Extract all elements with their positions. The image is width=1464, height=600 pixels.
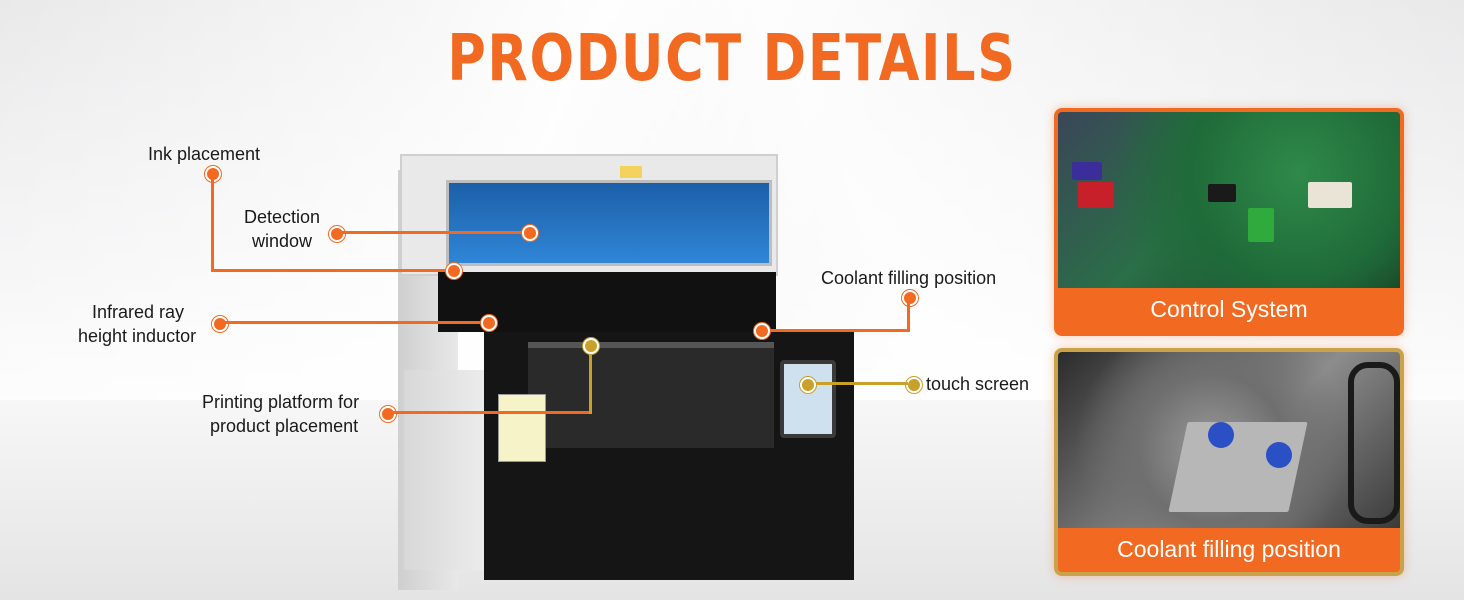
callout-coolant-filling: Coolant filling position xyxy=(821,268,997,288)
callout-dot-infrared xyxy=(212,316,228,332)
coolant-fitting-1 xyxy=(1208,422,1234,448)
printer-touch-screen xyxy=(780,360,836,438)
callout-dot-touch-end xyxy=(800,377,816,393)
red-connector xyxy=(1078,182,1114,208)
callout-line-detection xyxy=(338,231,526,234)
control-system-caption: Control System xyxy=(1058,288,1400,332)
callout-touch-screen: touch screen xyxy=(926,374,1030,394)
coolant-panel: Coolant filling position xyxy=(1054,348,1404,576)
callout-infrared-2: height inductor xyxy=(78,326,197,346)
callout-printing-platform-1: Printing platform for xyxy=(202,392,360,412)
callout-dot-touch xyxy=(906,377,922,393)
callout-dot-coolant xyxy=(902,290,918,306)
callout-dot-coolant-end xyxy=(754,323,770,339)
control-system-panel: Control System xyxy=(1054,108,1404,336)
blue-connector xyxy=(1072,162,1102,180)
green-terminal xyxy=(1248,208,1274,242)
page-title: PRODUCT DETAILS xyxy=(447,22,1017,96)
callout-line-ink-vertical xyxy=(211,176,214,272)
callout-dot-infrared-end xyxy=(481,315,497,331)
callout-dot-detection xyxy=(329,226,345,242)
callout-line-infrared xyxy=(222,321,484,324)
coolant-filling-caption: Coolant filling position xyxy=(1058,528,1400,572)
coolant-tube xyxy=(1348,362,1400,524)
ic-chip xyxy=(1208,184,1236,202)
callout-dot-platform-end xyxy=(583,338,599,354)
printer-image xyxy=(398,150,858,590)
callout-detection-window-2: window xyxy=(251,231,313,251)
callout-line-touch xyxy=(808,382,908,385)
white-connector xyxy=(1308,182,1352,208)
printer-label-sticker xyxy=(498,394,546,462)
coolant-fitting-2 xyxy=(1266,442,1292,468)
callout-dot-ink-end xyxy=(446,263,462,279)
callout-line-coolant-horizontal xyxy=(762,329,910,332)
callout-dot-detection-end xyxy=(522,225,538,241)
callout-printing-platform-2: product placement xyxy=(210,416,359,436)
printer-detection-window xyxy=(446,180,772,266)
printer-platform xyxy=(528,342,774,448)
printer-warning-sticker xyxy=(620,166,642,178)
coolant-filling-photo xyxy=(1058,352,1400,528)
callout-dot-platform xyxy=(380,406,396,422)
callout-detection-window-1: Detection xyxy=(243,207,321,227)
control-system-photo xyxy=(1058,112,1400,288)
callout-infrared-1: Infrared ray xyxy=(92,302,185,322)
printer-base xyxy=(404,370,494,570)
callout-line-ink-horizontal xyxy=(211,269,449,272)
callout-line-coolant-vertical xyxy=(907,300,910,332)
callout-ink-placement: Ink placement xyxy=(148,144,261,164)
metal-block xyxy=(1168,422,1308,512)
callout-line-platform-vertical xyxy=(589,350,592,414)
callout-line-platform-horizontal xyxy=(390,411,591,414)
